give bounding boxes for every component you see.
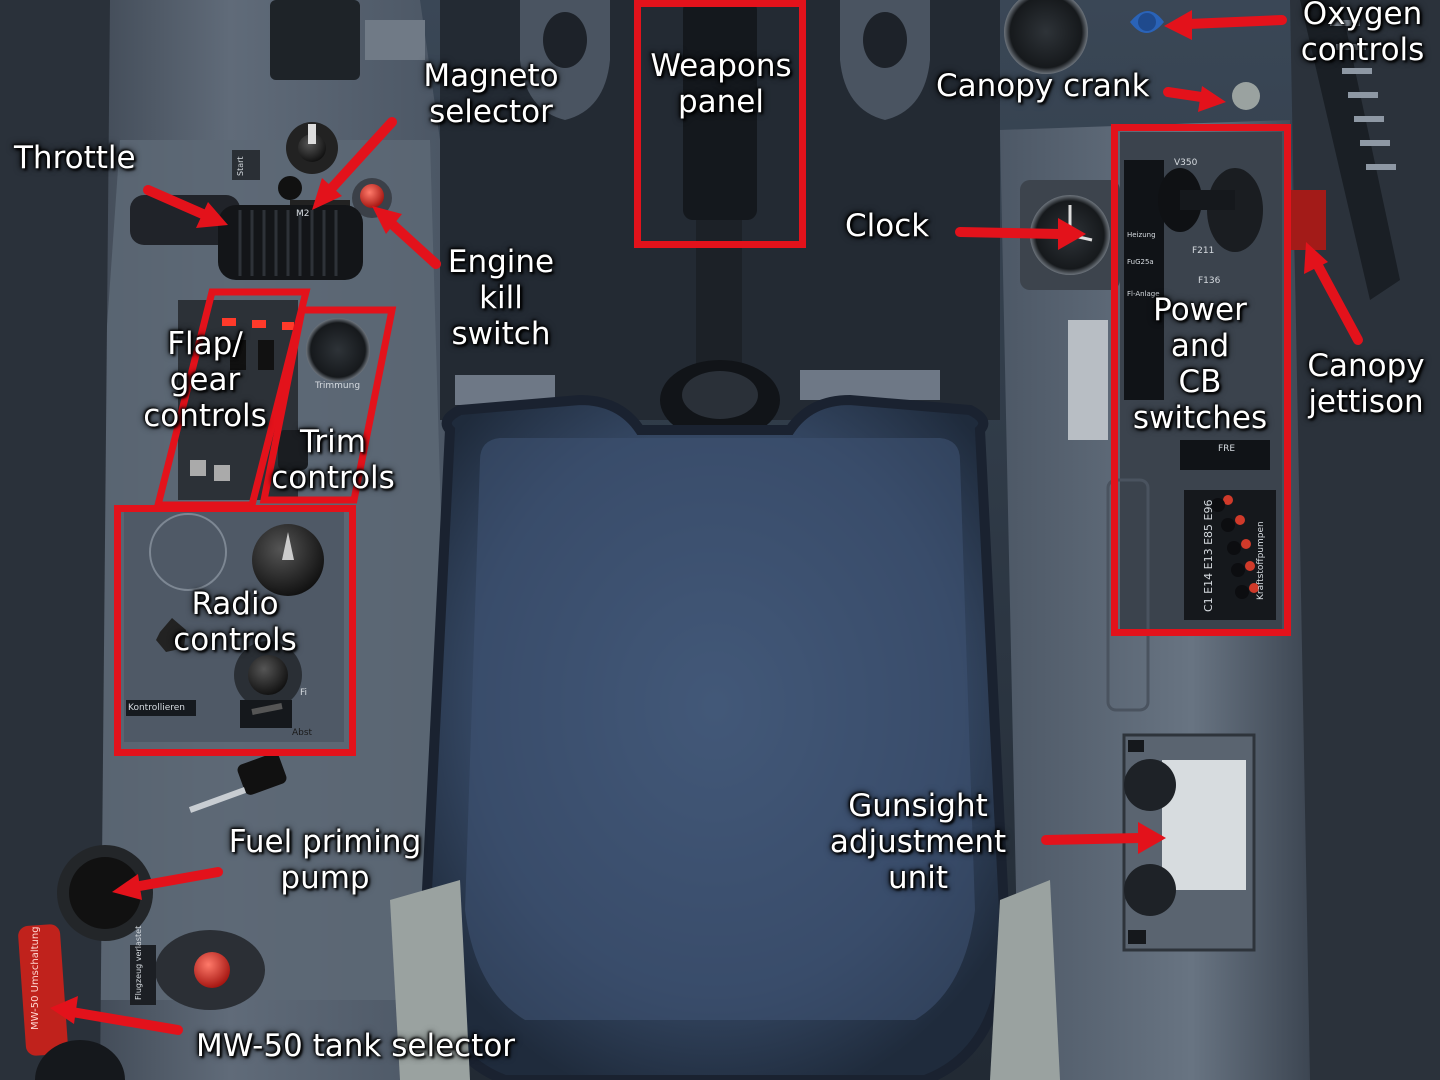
placard-start: Start xyxy=(236,156,245,176)
placard-f211: F211 xyxy=(1192,246,1215,256)
power-cb-switches-label: Power and CB switches xyxy=(1132,292,1268,436)
gunsight-adjustment-unit-label: Gunsight adjustment unit xyxy=(829,788,1007,896)
throttle-label: Throttle xyxy=(14,140,136,176)
placard-trimmung: Trimmung xyxy=(315,381,361,391)
magneto-selector-label: Magneto selector xyxy=(423,58,559,130)
radio-controls-label: Radio controls xyxy=(173,586,297,658)
placard-fi: Fi xyxy=(300,688,308,698)
clock-label: Clock xyxy=(845,208,930,244)
oxygen-controls-label: Oxygen controls xyxy=(1300,0,1425,68)
placard-heizung: Heizung xyxy=(1127,231,1156,239)
mw50-tank-selector-label: MW-50 tank selector xyxy=(196,1028,516,1064)
power-cb-box xyxy=(1111,124,1291,636)
placard-fug25a: FuG25a xyxy=(1127,258,1154,266)
placard-fre: FRE xyxy=(1218,444,1236,454)
canopy-jettison-label: Canopy jettison xyxy=(1307,348,1425,420)
placard-f136: F136 xyxy=(1198,276,1221,286)
radio-controls-box xyxy=(114,505,356,756)
weapons-panel-label: Weapons panel xyxy=(650,48,792,120)
placard-flugzeug: Flugzeug verlastet xyxy=(134,925,143,1000)
canopy-crank-label: Canopy crank xyxy=(936,68,1150,104)
placard-kontrollieren: Kontrollieren xyxy=(128,703,185,713)
flap-gear-controls-label: Flap/ gear controls xyxy=(143,326,267,434)
placard-abst: Abst xyxy=(292,728,313,738)
weapons-panel-box xyxy=(634,0,806,248)
trim-controls-label: Trim controls xyxy=(271,424,395,496)
engine-kill-switch-label: Engine kill switch xyxy=(447,244,555,352)
fuel-priming-pump-label: Fuel priming pump xyxy=(228,824,422,896)
placard-fl-anlage: Fl-Anlage xyxy=(1127,290,1160,298)
placard-m2: M2 xyxy=(296,209,310,219)
placard-mw50: MW-50 Umschaltung xyxy=(30,926,41,1030)
placard-v350: V350 xyxy=(1174,158,1198,168)
